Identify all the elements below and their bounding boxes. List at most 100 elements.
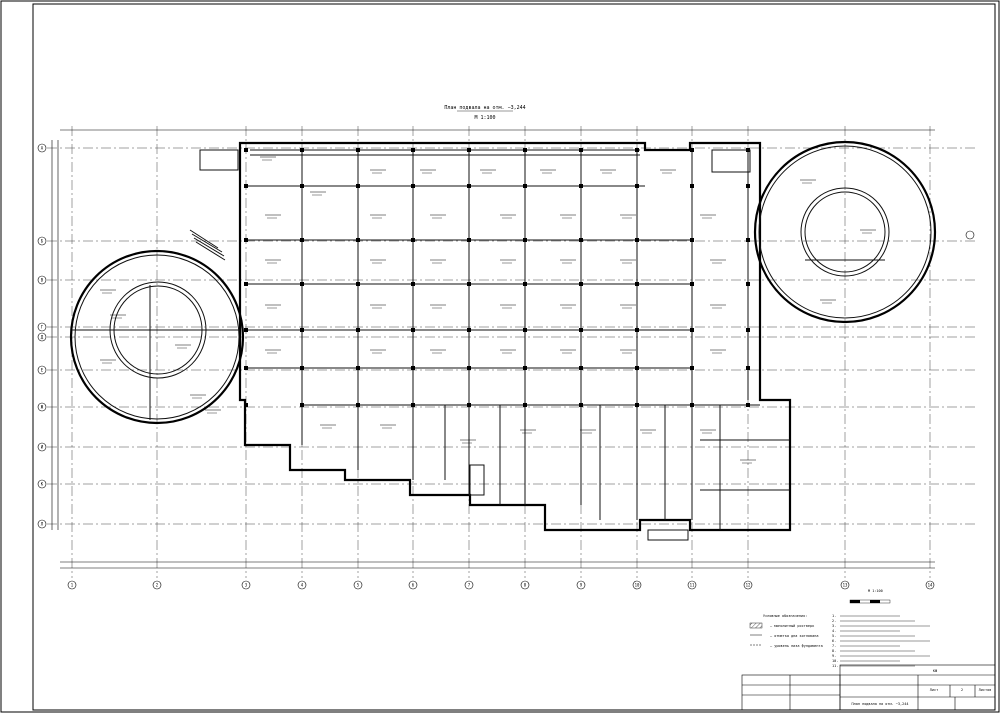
column	[244, 328, 248, 332]
stamp-sheet-label: Лист	[930, 688, 938, 692]
dimension-chain-bottom	[51, 129, 935, 569]
column	[300, 184, 304, 188]
note-line: 6.	[832, 639, 836, 643]
axis-label: Г	[41, 325, 44, 330]
note-line: 1.	[832, 614, 836, 618]
column	[411, 238, 415, 242]
column	[411, 366, 415, 370]
axis-bubble	[152, 580, 162, 590]
axis-label: 13	[843, 583, 848, 588]
section-marker	[965, 230, 975, 240]
column	[411, 282, 415, 286]
column	[356, 238, 360, 242]
column	[635, 403, 639, 407]
note-line: 4.	[832, 629, 836, 633]
axis-label: 6	[412, 583, 415, 588]
axis-label: 11	[690, 583, 695, 588]
axis-label: 7	[468, 583, 471, 588]
column	[356, 184, 360, 188]
column	[523, 148, 527, 152]
column	[690, 184, 694, 188]
note-line: 7.	[832, 644, 836, 648]
axis-label: 10	[635, 583, 640, 588]
column	[579, 328, 583, 332]
room-labels	[100, 156, 876, 464]
axis-bubble	[37, 332, 47, 342]
axis-label: Е	[41, 368, 44, 373]
drawing-scale: М 1:100	[474, 115, 495, 121]
column	[244, 282, 248, 286]
axis-label: А	[41, 146, 44, 151]
legend: Условные обозначения: — монолитный роств…	[749, 613, 823, 648]
column	[690, 238, 694, 242]
axis-bubble	[297, 580, 307, 590]
scale-bar: М 1:100	[849, 589, 891, 604]
column	[244, 184, 248, 188]
column	[244, 148, 248, 152]
column	[244, 238, 248, 242]
column	[579, 238, 583, 242]
stamp-total-label: Листов	[979, 688, 992, 692]
axis-bubble	[840, 580, 850, 590]
column	[356, 403, 360, 407]
axis-label: 14	[928, 583, 933, 588]
axis-bubble	[520, 580, 530, 590]
column	[244, 403, 248, 407]
column	[746, 282, 750, 286]
main-building	[238, 141, 792, 532]
axis-label: И	[41, 445, 44, 450]
column	[635, 366, 639, 370]
left-round-structure	[69, 229, 245, 425]
column	[690, 366, 694, 370]
axis-label: К	[41, 482, 44, 487]
column	[523, 238, 527, 242]
column	[690, 148, 694, 152]
column	[467, 366, 471, 370]
column	[579, 148, 583, 152]
column	[579, 366, 583, 370]
drawing-title: План подвала на отм. −3,244	[444, 105, 525, 111]
stamp-sheet-no: 2	[961, 688, 963, 692]
right-round-structure	[753, 140, 937, 324]
stamp-sheet-name: План подвала на отм. −3,244	[852, 702, 909, 706]
axis-bubble	[576, 580, 586, 590]
axis-label: 4	[301, 583, 304, 588]
note-line: 3.	[832, 624, 836, 628]
column	[523, 403, 527, 407]
column	[523, 366, 527, 370]
column	[244, 366, 248, 370]
legend-item-1: — монолитный ростверк	[770, 624, 815, 628]
column	[300, 328, 304, 332]
axis-bubble	[353, 580, 363, 590]
column	[467, 148, 471, 152]
column	[300, 366, 304, 370]
column	[579, 282, 583, 286]
axis-bubble	[925, 580, 935, 590]
column	[523, 184, 527, 188]
column	[356, 148, 360, 152]
column	[300, 238, 304, 242]
axis-bubble	[37, 442, 47, 452]
axis-bubble	[37, 322, 47, 332]
column	[746, 366, 750, 370]
axis-bubble	[67, 580, 77, 590]
axis-bubble	[408, 580, 418, 590]
axis-label: Ж	[41, 405, 44, 410]
axis-bubble	[464, 580, 474, 590]
stamp-code: КЖ	[933, 669, 938, 673]
note-line: 10.	[832, 659, 838, 663]
axis-label: Б	[41, 239, 44, 244]
column	[300, 148, 304, 152]
column	[467, 238, 471, 242]
note-line: 2.	[832, 619, 836, 623]
column	[635, 328, 639, 332]
axis-label: Д	[41, 335, 44, 340]
stair-flights	[199, 149, 751, 541]
axis-label: 1	[71, 583, 74, 588]
axis-bubble	[37, 236, 47, 246]
column	[579, 184, 583, 188]
column	[690, 403, 694, 407]
